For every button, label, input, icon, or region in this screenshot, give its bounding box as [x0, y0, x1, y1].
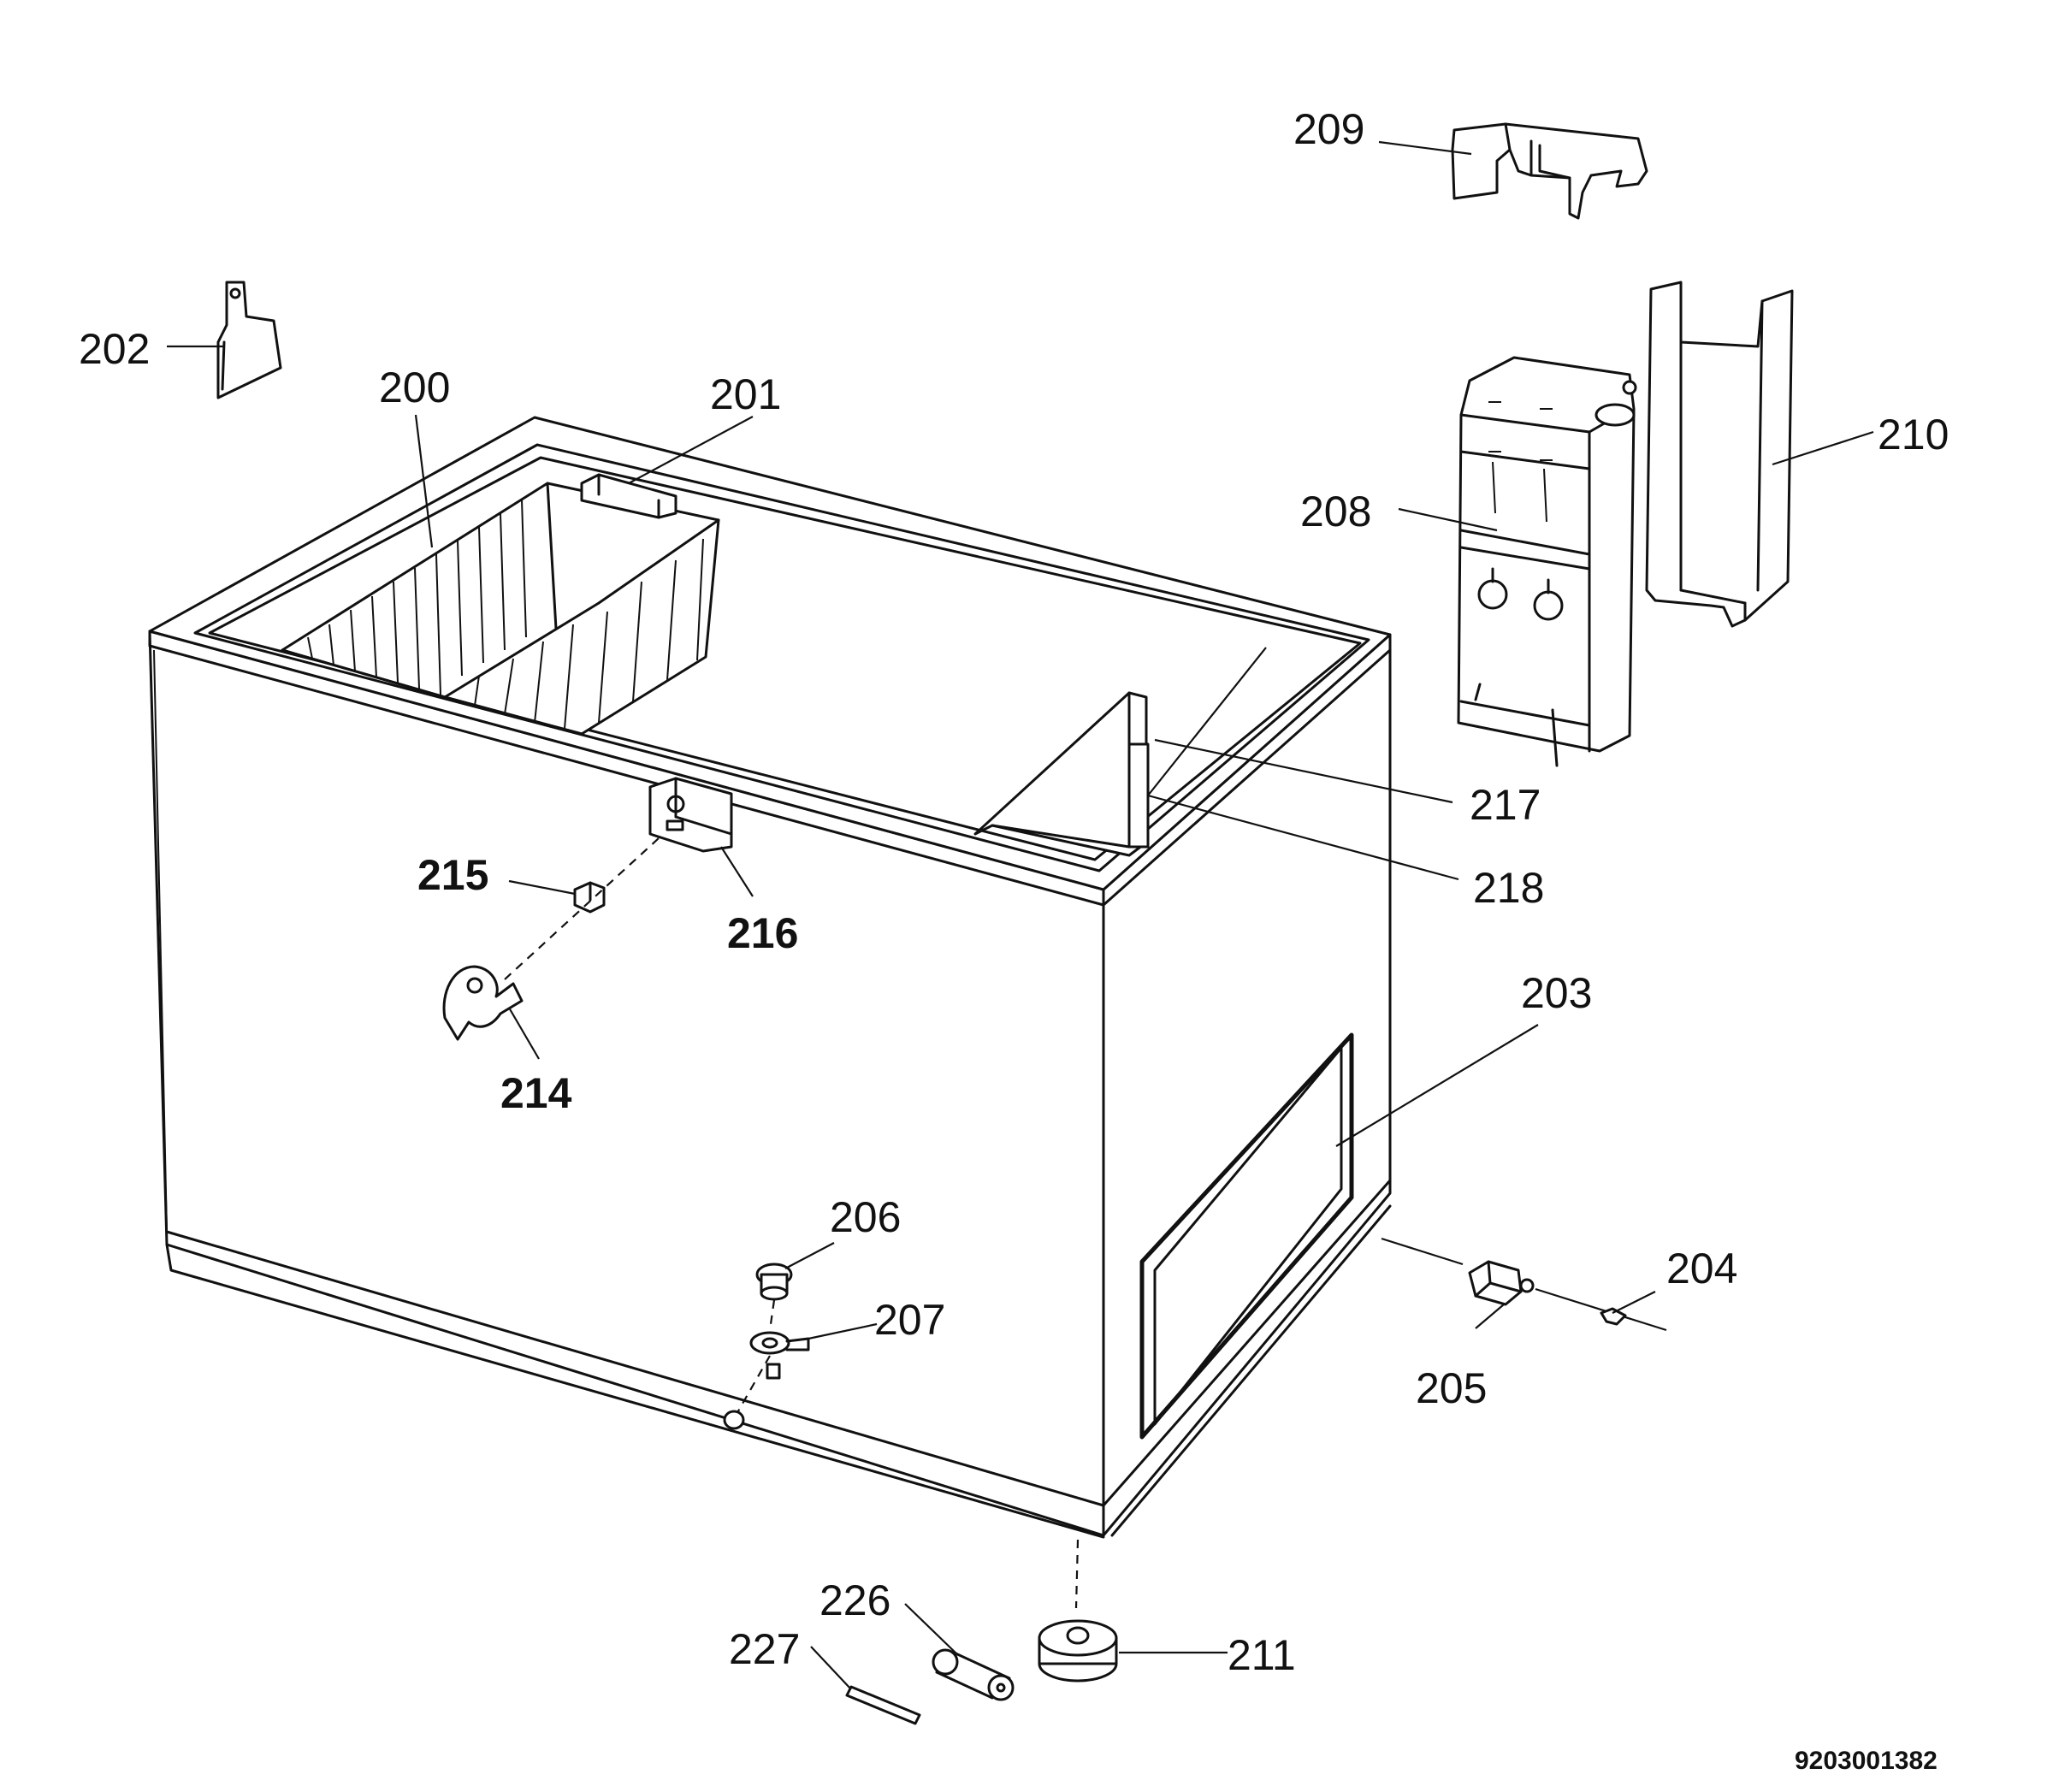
label-202: 202 [79, 325, 150, 373]
divider-217-218 [973, 691, 1150, 857]
label-208: 208 [1300, 488, 1371, 535]
hinge-part-201 [580, 473, 677, 519]
duct-210 [1645, 281, 1794, 628]
label-209: 209 [1293, 105, 1364, 153]
label-203: 203 [1521, 969, 1592, 1017]
label-206: 206 [830, 1193, 901, 1241]
lock-nut-215 [573, 881, 606, 914]
label-205: 205 [1416, 1364, 1487, 1412]
label-201: 201 [710, 370, 781, 418]
hinge-205 [1468, 1260, 1535, 1306]
label-200: 200 [379, 364, 450, 411]
basket-200 [281, 482, 720, 736]
label-217: 217 [1470, 781, 1541, 829]
screw-204 [1600, 1307, 1627, 1326]
label-227: 227 [729, 1625, 800, 1673]
label-215: 215 [417, 851, 488, 899]
label-218: 218 [1473, 864, 1544, 912]
lock-housing-216 [648, 777, 733, 853]
bushing-206 [755, 1263, 793, 1301]
label-204: 204 [1666, 1245, 1737, 1292]
pin-227 [845, 1685, 921, 1725]
part-labels: 200 201 202 203 204 205 206 207 208 209 … [79, 105, 1949, 1679]
foot-211 [1038, 1539, 1118, 1683]
lock-key-214 [442, 965, 524, 1041]
thermostat-housing-208 [1457, 356, 1637, 767]
part-202 [216, 281, 282, 399]
label-210: 210 [1878, 411, 1949, 458]
cover-209 [1451, 122, 1648, 220]
roller-226 [932, 1648, 1015, 1701]
label-211: 211 [1228, 1631, 1296, 1679]
label-214: 214 [500, 1069, 572, 1117]
leader-lines [167, 140, 1874, 1690]
label-226: 226 [819, 1576, 890, 1624]
label-207: 207 [874, 1296, 945, 1344]
document-id: 9203001382 [1795, 1747, 1938, 1775]
side-panel-203 [1139, 1032, 1354, 1440]
label-216: 216 [727, 909, 798, 957]
washer-207 [749, 1331, 810, 1355]
